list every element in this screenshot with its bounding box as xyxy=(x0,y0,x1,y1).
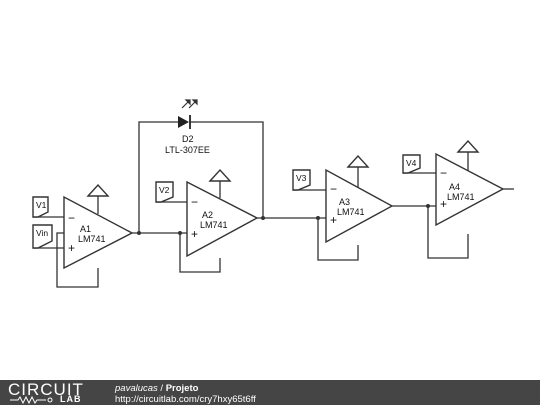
a4-supply-icon xyxy=(456,139,480,153)
wires xyxy=(56,121,514,288)
path-separator: / xyxy=(157,383,166,394)
a2-supply-icon xyxy=(208,168,232,182)
a3-minus-sign: − xyxy=(330,182,337,196)
a2-plus-sign: + xyxy=(191,227,198,241)
d2-ref: D2 xyxy=(182,134,194,144)
a1-minus-sign: − xyxy=(68,211,75,225)
project-info: pavalucas / Projeto http://circuitlab.co… xyxy=(115,383,256,405)
a1-ref: A1 xyxy=(80,224,91,234)
resistor-logo-icon xyxy=(10,396,53,404)
footer-bar: CIRCUIT LAB pavalucas / Projeto http://c… xyxy=(0,380,540,405)
a4-part: LM741 xyxy=(447,192,475,202)
probe-vin-label: Vin xyxy=(36,228,48,238)
a3-part: LM741 xyxy=(337,207,365,217)
schematic-canvas: − + A1 LM741 − + A2 LM741 − + A3 LM741 −… xyxy=(32,99,514,288)
a3-plus-sign: + xyxy=(330,213,337,227)
a3-supply-icon xyxy=(346,154,370,168)
probe-v3-label: V3 xyxy=(296,173,307,183)
junction-dot xyxy=(178,231,182,235)
brand-bottom-text: LAB xyxy=(60,394,82,404)
a2-minus-sign: − xyxy=(191,195,198,209)
a1-supply-icon xyxy=(86,183,110,197)
project-author[interactable]: pavalucas xyxy=(115,383,158,394)
probe-v4[interactable]: V4 xyxy=(402,154,436,174)
junctions xyxy=(137,204,430,235)
a1-plus-sign: + xyxy=(68,241,75,255)
probe-v2[interactable]: V2 xyxy=(155,181,187,203)
junction-dot xyxy=(426,204,430,208)
project-url[interactable]: http://circuitlab.com/cry7hxy65t6ff xyxy=(115,394,256,405)
a4-ref: A4 xyxy=(449,182,460,192)
brand-top-text: CIRCUIT xyxy=(8,380,84,399)
opamp-a1[interactable]: − + A1 LM741 xyxy=(63,183,134,270)
probe-v3[interactable]: V3 xyxy=(292,169,326,191)
opamp-a4[interactable]: − + A4 LM741 xyxy=(435,139,505,227)
probe-v4-label: V4 xyxy=(406,158,417,168)
circuitlab-logo[interactable]: CIRCUIT LAB xyxy=(0,380,108,405)
project-title[interactable]: Projeto xyxy=(165,383,199,394)
junction-dot xyxy=(261,216,265,220)
led-d2[interactable]: D2 LTL-307EE xyxy=(165,99,210,155)
a4-minus-sign: − xyxy=(440,166,447,180)
a3-ref: A3 xyxy=(339,197,350,207)
probe-vin[interactable]: Vin xyxy=(32,224,64,249)
a2-ref: A2 xyxy=(202,210,213,220)
junction-dot xyxy=(316,216,320,220)
a2-part: LM741 xyxy=(200,220,228,230)
led-light-arrows-icon xyxy=(181,99,198,109)
probe-v1[interactable]: V1 xyxy=(32,196,64,218)
a4-plus-sign: + xyxy=(440,197,447,211)
a1-part: LM741 xyxy=(78,234,106,244)
d2-part: LTL-307EE xyxy=(165,145,210,155)
junction-dot xyxy=(137,231,141,235)
opamp-a2[interactable]: − + A2 LM741 xyxy=(186,168,259,258)
led-anode-triangle xyxy=(178,116,189,128)
probe-v2-label: V2 xyxy=(159,185,170,195)
opamp-a3[interactable]: − + A3 LM741 xyxy=(325,154,394,244)
probe-v1-label: V1 xyxy=(36,200,47,210)
